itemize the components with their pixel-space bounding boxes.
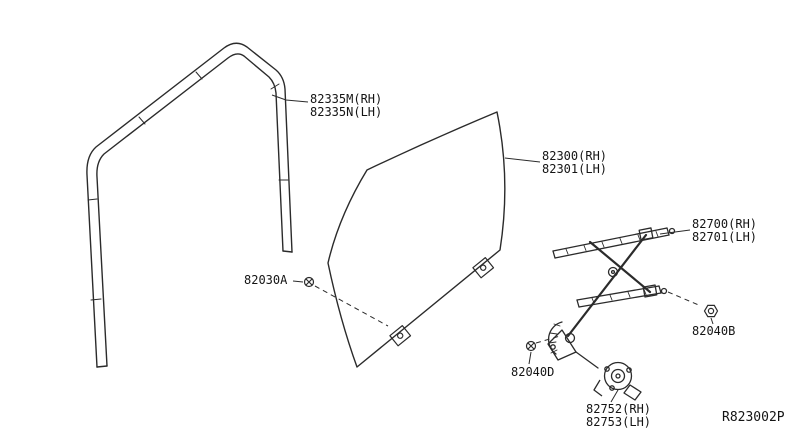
- dashed-alignment-lines: [314, 285, 702, 344]
- part-number: 82300(RH): [542, 149, 608, 163]
- part-label-regulator[interactable]: 82700(RH) 82701(LH): [692, 218, 757, 244]
- part-label-bolt-d[interactable]: 82040D: [511, 366, 554, 379]
- part-number: 82335M(RH): [310, 92, 383, 106]
- glass-run-channel-drawing: [86, 42, 293, 368]
- part-label-bolt-a[interactable]: 82030A: [244, 274, 287, 287]
- part-label-nut-b[interactable]: 82040B: [692, 325, 735, 338]
- part-number: 82301(LH): [542, 162, 608, 176]
- bolt-82030a-icon: [303, 276, 315, 288]
- glass-clip: [389, 325, 412, 347]
- part-number: 82040B: [692, 324, 736, 338]
- regulator-assembly-drawing: [547, 227, 676, 369]
- part-number: 82030A: [244, 273, 288, 287]
- leader-lines: [271, 94, 714, 403]
- part-number: 82040D: [511, 365, 555, 379]
- part-label-motor[interactable]: 82752(RH) 82753(LH): [586, 403, 651, 429]
- motor-drawing: [593, 361, 642, 401]
- part-number: 82335N(LH): [310, 105, 383, 119]
- part-number: 82752(RH): [586, 402, 652, 416]
- part-number: 82753(LH): [586, 415, 652, 429]
- bolt-82040d-icon: [525, 340, 537, 352]
- part-number: 82700(RH): [692, 217, 758, 231]
- part-label-glass-run[interactable]: 82335M(RH) 82335N(LH): [310, 93, 382, 119]
- part-number: 82701(LH): [692, 230, 758, 244]
- glass-clip: [472, 257, 495, 279]
- part-label-glass[interactable]: 82300(RH) 82301(LH): [542, 150, 607, 176]
- diagram-ref-code: R823002P: [722, 410, 785, 425]
- nut-82040b-icon: [703, 304, 719, 318]
- door-glass-drawing: [327, 111, 506, 368]
